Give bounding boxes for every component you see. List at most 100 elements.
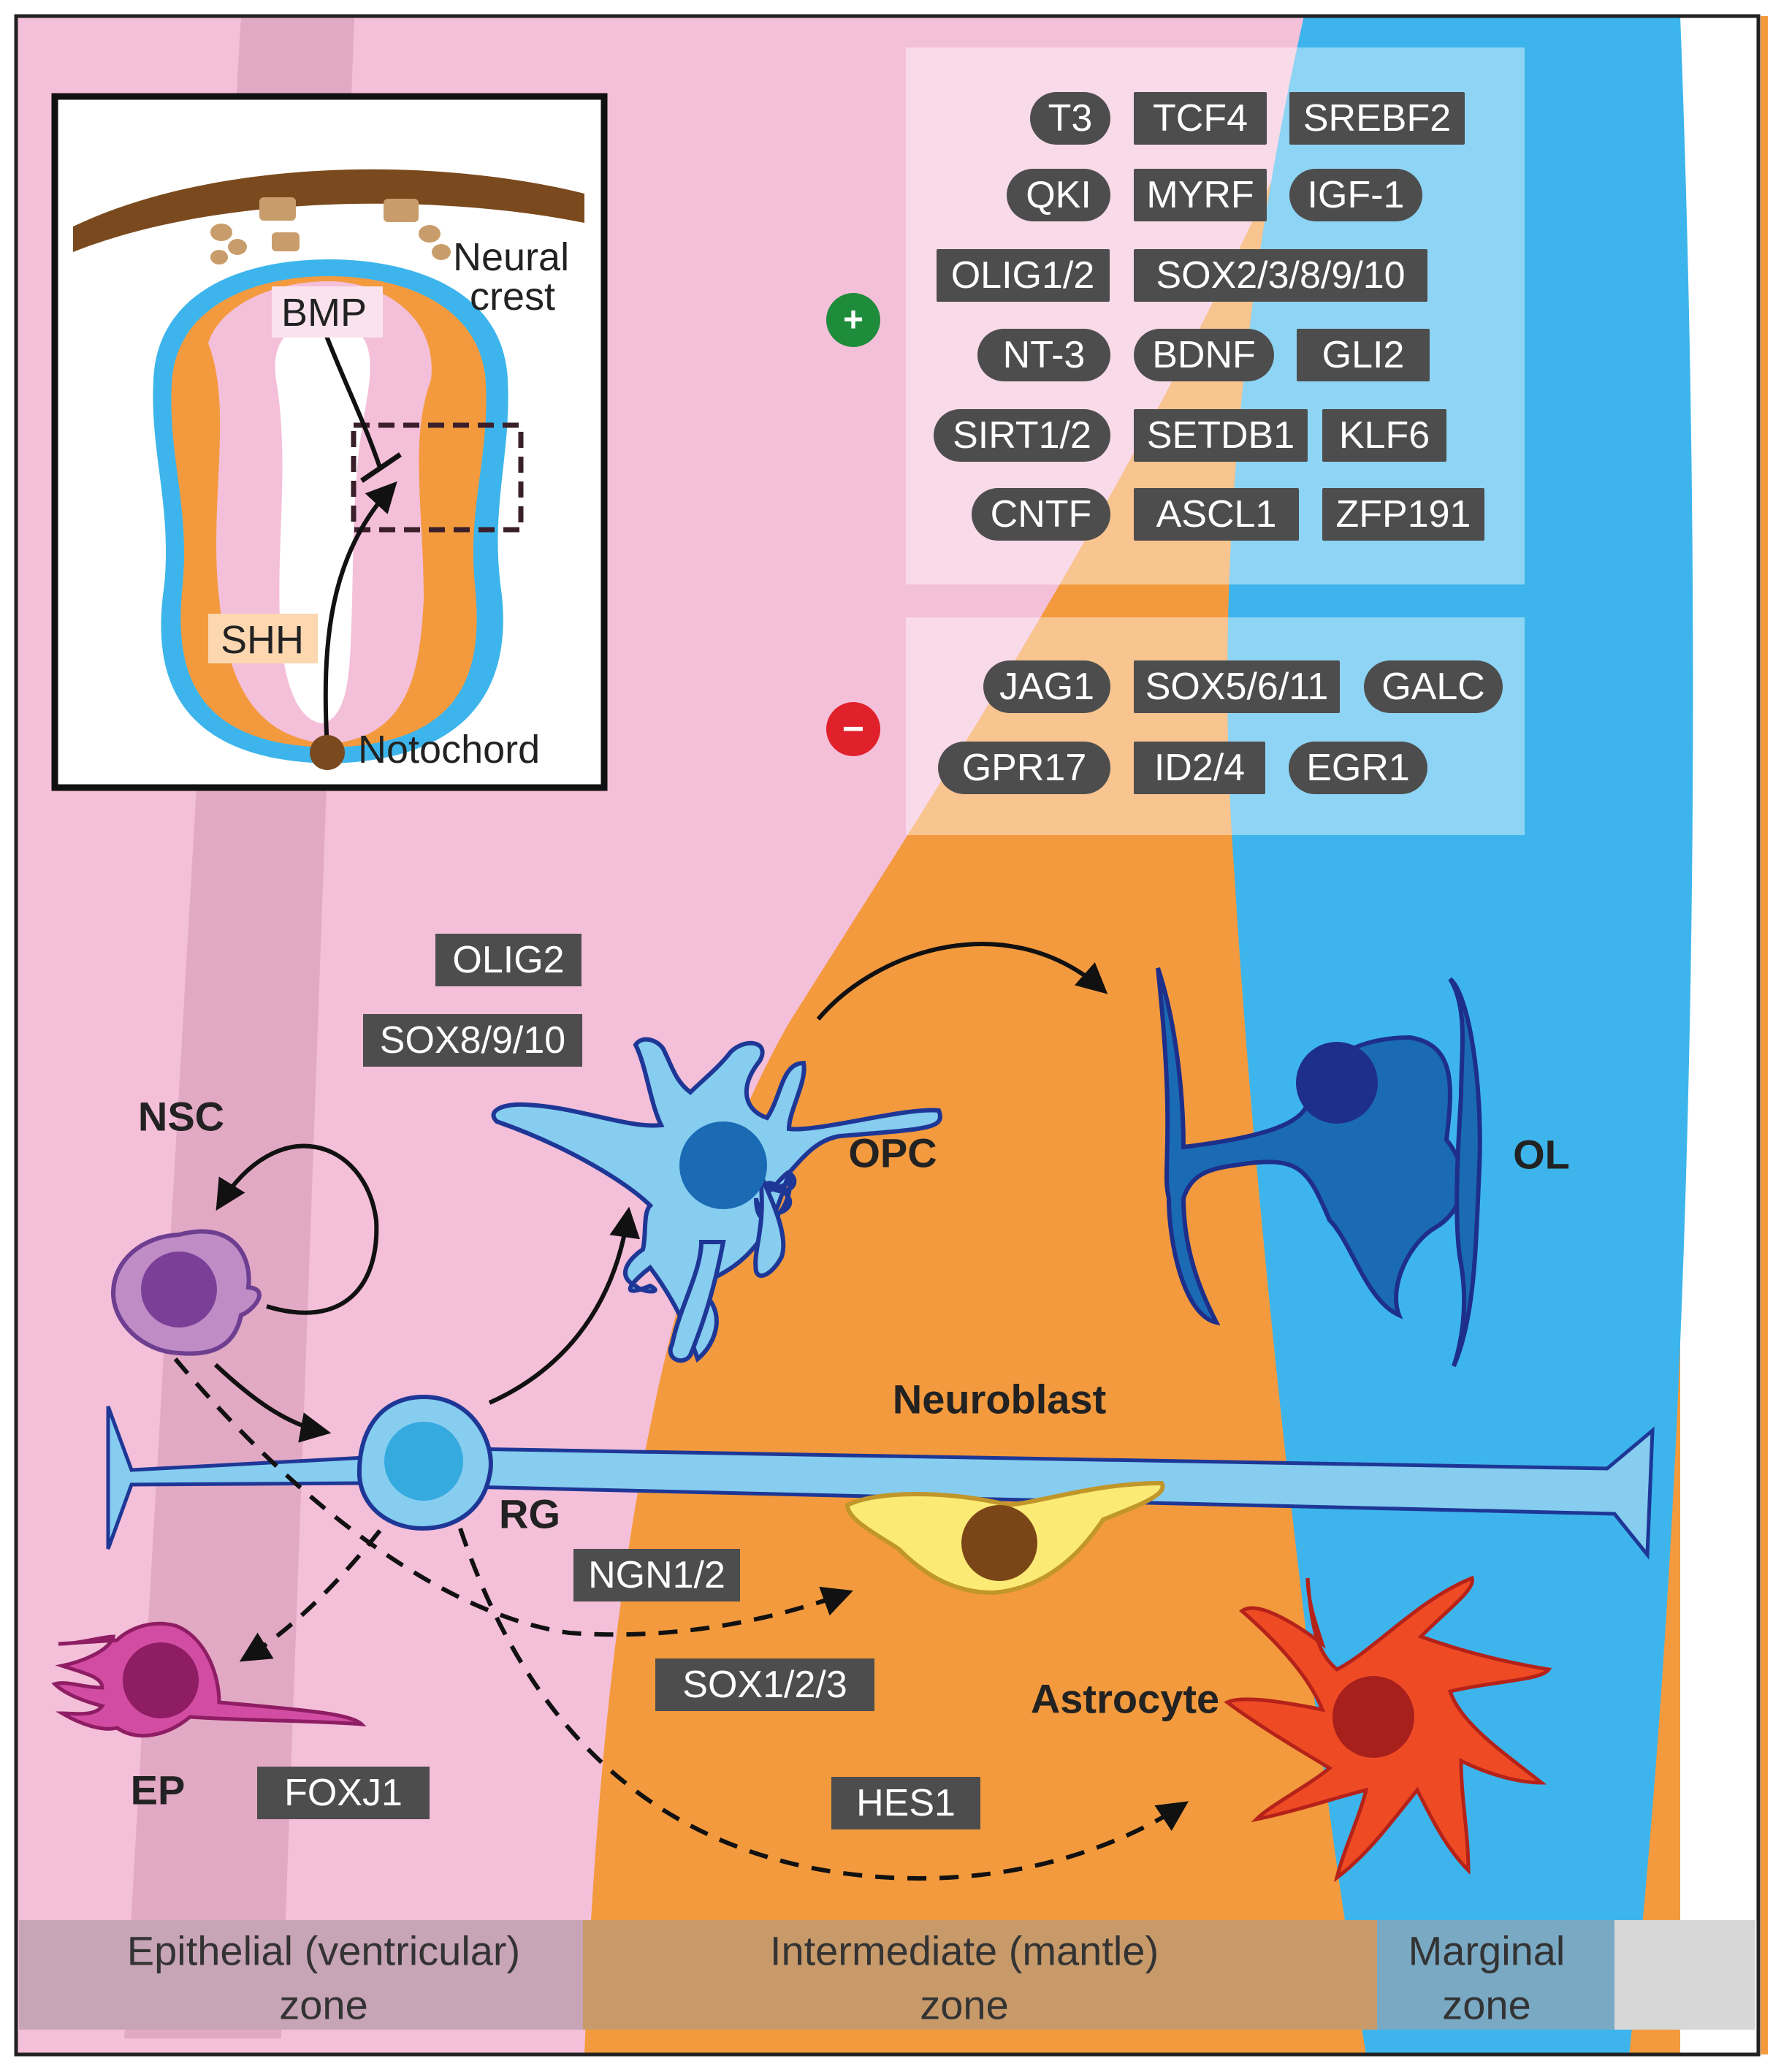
tag-zfp191: ZFP191: [1322, 488, 1484, 541]
ep-cell: [51, 1621, 367, 1738]
tag-gpr17: GPR17: [938, 742, 1110, 794]
shh-label: SHH: [221, 618, 304, 662]
rg-label: RG: [499, 1491, 560, 1537]
bmp-label: BMP: [281, 291, 367, 335]
tag-galc: GALC: [1364, 660, 1503, 713]
tag-foxj1: FOXJ1: [257, 1767, 430, 1819]
tag-qki: QKI: [1007, 169, 1110, 221]
svg-text:OLIG1/2: OLIG1/2: [951, 254, 1095, 297]
svg-text:ZFP191: ZFP191: [1336, 493, 1471, 536]
svg-text:SOX2/3/8/9/10: SOX2/3/8/9/10: [1156, 254, 1405, 297]
svg-text:NGN1/2: NGN1/2: [588, 1554, 725, 1596]
nsc-nucleus: [141, 1252, 217, 1328]
positive-tags: T3 TCF4 SREBF2 QKI MYRF IGF-1 OLIG1/2 SO…: [934, 92, 1484, 541]
inset-neural-tube: BMP SHH Neural crest Notochord: [51, 93, 608, 791]
tag-igf1: IGF-1: [1289, 169, 1422, 221]
ol-cell: [1156, 967, 1482, 1368]
tag-hes1: HES1: [831, 1777, 980, 1829]
svg-text:BDNF: BDNF: [1152, 334, 1256, 376]
svg-text:SETDB1: SETDB1: [1147, 414, 1295, 457]
shh-label-bg: [208, 614, 318, 663]
shh-arrow: [323, 481, 397, 750]
svg-text:OLIG2: OLIG2: [452, 939, 564, 981]
svg-text:SOX1/2/3: SOX1/2/3: [682, 1664, 847, 1706]
zone-marginal-line2: zone: [1442, 1982, 1530, 2028]
zone-bar: Epithelial (ventricular) zone Intermedia…: [19, 1920, 1755, 2030]
ep-label: EP: [131, 1767, 186, 1813]
rg-to-ep-arrow: [239, 1529, 382, 1662]
opc-to-ol-arrow: [816, 942, 1108, 1021]
astrocyte-label: Astrocyte: [1031, 1676, 1219, 1722]
zone-marginal-line1: Marginal: [1408, 1928, 1566, 1974]
svg-text:SOX5/6/11: SOX5/6/11: [1145, 666, 1329, 708]
nsc-self-renewal-arrow: [216, 1143, 379, 1315]
neuroblast-nucleus: [961, 1505, 1037, 1581]
svg-text:HES1: HES1: [856, 1782, 956, 1824]
svg-text:TCF4: TCF4: [1153, 97, 1248, 140]
tag-bdnf: BDNF: [1134, 329, 1274, 381]
svg-text:JAG1: JAG1: [999, 666, 1094, 708]
svg-text:SOX8/9/10: SOX8/9/10: [380, 1019, 565, 1062]
svg-text:GALC: GALC: [1381, 666, 1485, 708]
zone-intermediate-line2: zone: [920, 1982, 1008, 2028]
negative-panel: [906, 617, 1525, 835]
svg-text:EGR1: EGR1: [1306, 747, 1410, 789]
bmp-arrow: [323, 331, 382, 468]
zone-intermediate: [583, 1920, 1377, 2030]
tag-sox123: SOX1/2/3: [655, 1658, 874, 1711]
zone-ventricular-line2: zone: [279, 1982, 367, 2028]
opc-label: OPC: [848, 1130, 937, 1176]
negative-symbol: −: [842, 708, 864, 750]
svg-text:SIRT1/2: SIRT1/2: [953, 414, 1091, 457]
nsc-to-rg-arrow: [213, 1363, 332, 1443]
bmp-inhibition-bar: [360, 452, 402, 483]
ep-nucleus: [123, 1642, 199, 1718]
tag-setdb1: SETDB1: [1134, 409, 1308, 462]
neuroblast-label: Neuroblast: [893, 1376, 1107, 1422]
tag-cntf: CNTF: [972, 488, 1110, 541]
tag-id24: ID2/4: [1134, 742, 1265, 794]
tag-gli2: GLI2: [1297, 329, 1430, 381]
notochord-label: Notochord: [358, 728, 540, 772]
opc-nucleus: [679, 1121, 767, 1209]
astrocyte-cell: [1224, 1575, 1552, 1883]
tag-t3: T3: [1030, 92, 1110, 145]
tag-myrf: MYRF: [1134, 169, 1267, 221]
lineage-arrows: [173, 942, 1189, 1881]
nsc-to-neuroblast-arrow: [173, 1357, 853, 1637]
zone-marginal: [1377, 1920, 1614, 2030]
rg-nucleus: [384, 1422, 463, 1501]
tag-nt3: NT-3: [977, 329, 1110, 381]
svg-text:CNTF: CNTF: [991, 493, 1092, 536]
tag-olig2: OLIG2: [435, 934, 582, 986]
svg-text:ASCL1: ASCL1: [1156, 493, 1277, 536]
bmp-label-bg: [272, 286, 383, 338]
ectoderm-layer: [73, 169, 584, 252]
neural-crest-label-line1: Neural: [453, 235, 569, 279]
astrocyte-nucleus: [1332, 1676, 1414, 1758]
ol-label: OL: [1513, 1132, 1570, 1178]
nsc-cell: [110, 1229, 262, 1356]
tag-sox23891: SOX2/3/8/9/10: [1134, 249, 1427, 302]
rg-to-opc-arrow: [488, 1206, 641, 1405]
neural-crest-label-line2: crest: [470, 275, 555, 319]
white-right-strip: [1680, 16, 1761, 2054]
svg-text:GLI2: GLI2: [1322, 334, 1405, 376]
tag-srebf2: SREBF2: [1289, 92, 1465, 145]
svg-text:MYRF: MYRF: [1146, 174, 1254, 216]
neural-crest-cells: [210, 197, 451, 264]
notochord: [310, 735, 345, 770]
factor-tags: OLIG2 SOX8/9/10 NGN1/2 SOX1/2/3 HES1 FOX…: [257, 934, 980, 1829]
svg-text:GPR17: GPR17: [962, 747, 1087, 789]
tag-sox5611: SOX5/6/11: [1134, 660, 1340, 713]
dashed-selection-box: [351, 422, 524, 533]
tag-ascl1: ASCL1: [1134, 488, 1299, 541]
opc-cell: [491, 1037, 942, 1363]
svg-text:QKI: QKI: [1026, 174, 1091, 216]
outer-frame: [14, 14, 1761, 2057]
zone-ventricular: [19, 1920, 583, 2030]
ol-nucleus: [1296, 1042, 1378, 1124]
tag-sirt12: SIRT1/2: [934, 409, 1110, 462]
nsc-label: NSC: [138, 1094, 224, 1140]
tag-klf6: KLF6: [1322, 409, 1446, 462]
